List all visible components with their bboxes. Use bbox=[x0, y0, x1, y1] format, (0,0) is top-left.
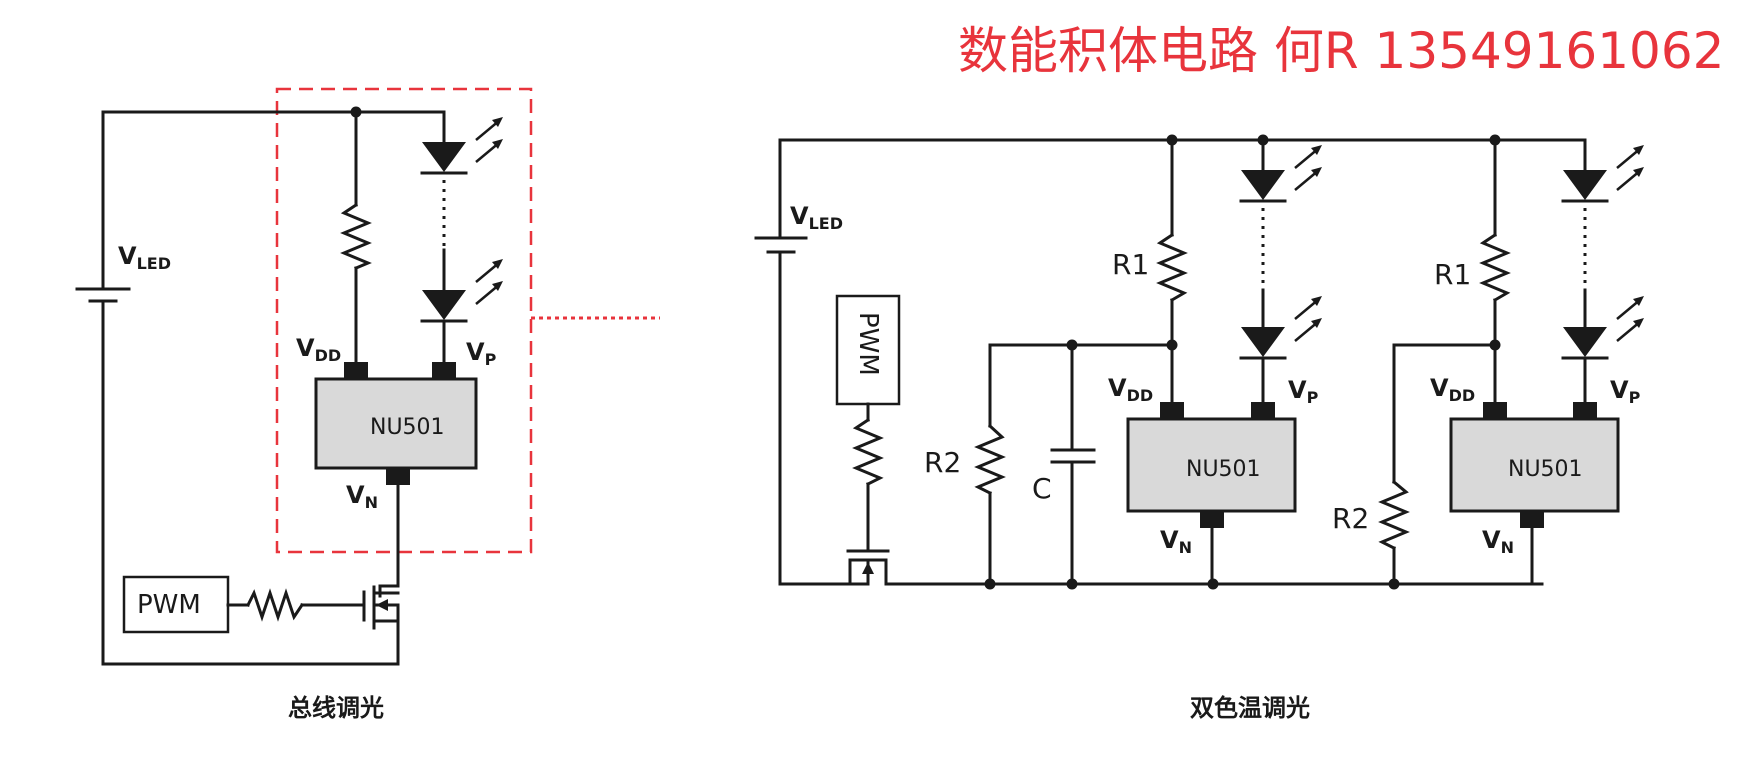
nu501-chip bbox=[314, 377, 478, 470]
vp-label: VP bbox=[1288, 376, 1319, 407]
vn-pin bbox=[1520, 511, 1544, 528]
led-icon bbox=[1561, 145, 1644, 203]
led-icon bbox=[1239, 145, 1322, 203]
battery-lead bbox=[778, 250, 852, 586]
right-circuit: VLED PWM R2 bbox=[754, 134, 1644, 722]
vp-label: VP bbox=[466, 338, 497, 369]
caption-left: 总线调光 bbox=[288, 693, 384, 722]
led-icon bbox=[1239, 296, 1322, 360]
vp-pin bbox=[1251, 402, 1275, 419]
nu501-chip bbox=[1126, 417, 1297, 513]
chip-label: NU501 bbox=[1186, 457, 1261, 482]
top-rail bbox=[101, 110, 446, 289]
resistor bbox=[974, 423, 1006, 496]
resistor bbox=[340, 202, 372, 270]
r2-label: R2 bbox=[924, 446, 961, 479]
resistor bbox=[1378, 479, 1410, 551]
caption-right: 双色温调光 bbox=[1190, 693, 1310, 722]
vp-pin bbox=[432, 362, 456, 379]
pwm-box bbox=[835, 294, 901, 406]
vdd-pin bbox=[1483, 402, 1507, 419]
led-icon bbox=[420, 259, 503, 323]
vdd-label: VDD bbox=[1430, 374, 1475, 405]
watermark-text: 数能积体电路 何R 13549161062 bbox=[958, 22, 1724, 80]
vn-label: VN bbox=[1160, 526, 1192, 557]
vled-label: VLED bbox=[790, 202, 843, 233]
led-icon bbox=[420, 117, 503, 175]
chip-label: NU501 bbox=[1508, 457, 1583, 482]
highlight-box bbox=[275, 87, 533, 554]
vp-pin bbox=[1573, 402, 1597, 419]
mosfet-icon bbox=[846, 549, 890, 586]
left-circuit: VLED NU501 VDD VP VN bbox=[75, 87, 660, 722]
chip-label: NU501 bbox=[370, 415, 445, 440]
top-rail bbox=[778, 138, 1587, 238]
r2-label: R2 bbox=[1332, 502, 1369, 535]
resistor bbox=[1156, 232, 1188, 303]
c-label: C bbox=[1032, 472, 1052, 505]
vn-pin bbox=[1200, 511, 1224, 528]
r1-label: R1 bbox=[1112, 248, 1149, 281]
vp-label: VP bbox=[1610, 376, 1641, 407]
vn-label: VN bbox=[346, 481, 378, 512]
resistor bbox=[245, 588, 305, 622]
return-wire bbox=[101, 619, 400, 666]
resistor bbox=[852, 417, 884, 487]
pwm-label: PWM bbox=[853, 312, 883, 376]
vn-label: VN bbox=[1482, 526, 1514, 557]
pwm-box bbox=[122, 575, 230, 634]
pwm-label: PWM bbox=[137, 590, 201, 620]
vdd-label: VDD bbox=[296, 334, 341, 365]
vdd-label: VDD bbox=[1108, 374, 1153, 405]
vn-pin bbox=[386, 468, 410, 485]
resistor bbox=[1479, 232, 1511, 303]
vdd-pin bbox=[344, 362, 368, 379]
vdd-pin bbox=[1160, 402, 1184, 419]
r1-label: R1 bbox=[1434, 258, 1471, 291]
mosfet-icon bbox=[362, 585, 400, 630]
led-icon bbox=[1561, 296, 1644, 360]
vled-label: VLED bbox=[118, 242, 171, 273]
